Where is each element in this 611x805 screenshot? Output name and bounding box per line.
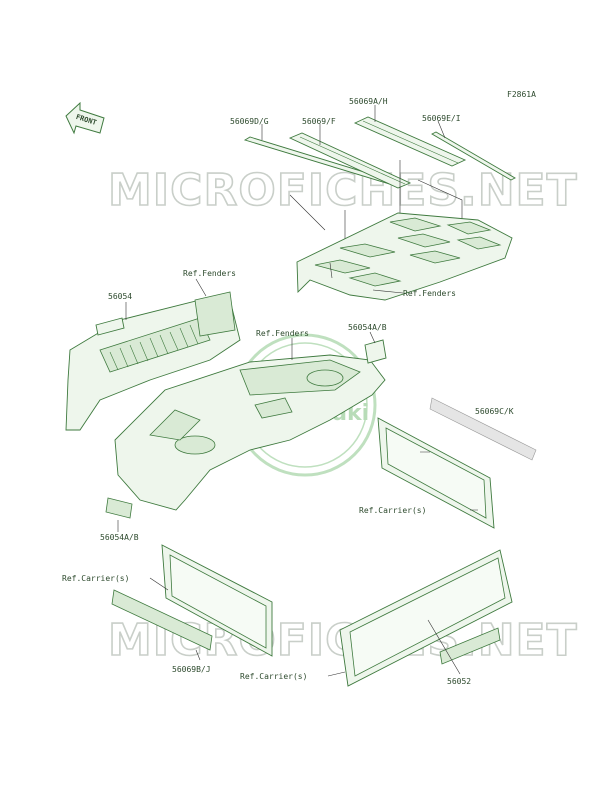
figure-code: F2861A	[507, 90, 536, 99]
label-56069AH: 56069A/H	[349, 97, 388, 106]
carrier-panel-left	[161, 544, 273, 657]
decal-56054AB-top	[364, 339, 387, 364]
decal-strip-56069F	[288, 132, 412, 189]
decal-strip-56069EI	[431, 131, 516, 181]
label-ref-carrier-right: Ref.Carrier(s)	[359, 506, 426, 515]
decal-strip-56069AH	[353, 116, 467, 167]
carrier-panel-right	[377, 417, 495, 529]
label-56069DG: 56069D/G	[230, 117, 269, 126]
decal-56054	[95, 317, 125, 336]
label-ref-carrier-bottom: Ref.Carrier(s)	[240, 672, 307, 681]
tailgate-panel-56052	[339, 549, 513, 687]
label-56054AB-top: 56054A/B	[348, 323, 387, 332]
label-56069EI: 56069E/I	[422, 114, 461, 123]
front-grille-panel	[65, 291, 241, 431]
decal-56069BJ	[111, 589, 213, 651]
label-56054: 56054	[108, 292, 132, 301]
label-ref-fenders-right: Ref.Fenders	[403, 289, 456, 298]
front-arrow-icon: FRONT	[65, 101, 105, 135]
decal-56069CK	[429, 397, 537, 461]
label-ref-fenders-mid: Ref.Fenders	[256, 329, 309, 338]
label-56054AB-bottom: 56054A/B	[100, 533, 139, 542]
top-fender-panel	[296, 212, 513, 301]
label-56052: 56052	[447, 677, 471, 686]
label-56069F: 56069/F	[302, 117, 336, 126]
label-ref-carrier-left: Ref.Carrier(s)	[62, 574, 129, 583]
label-56069BJ: 56069B/J	[172, 665, 211, 674]
watermark-top: MICROFICHES.NET	[108, 165, 578, 216]
rear-fender-body	[114, 354, 386, 511]
label-56069CK: 56069C/K	[475, 407, 514, 416]
label-ref-fenders-top: Ref.Fenders	[183, 269, 236, 278]
decal-56054AB-bottom	[105, 497, 133, 519]
